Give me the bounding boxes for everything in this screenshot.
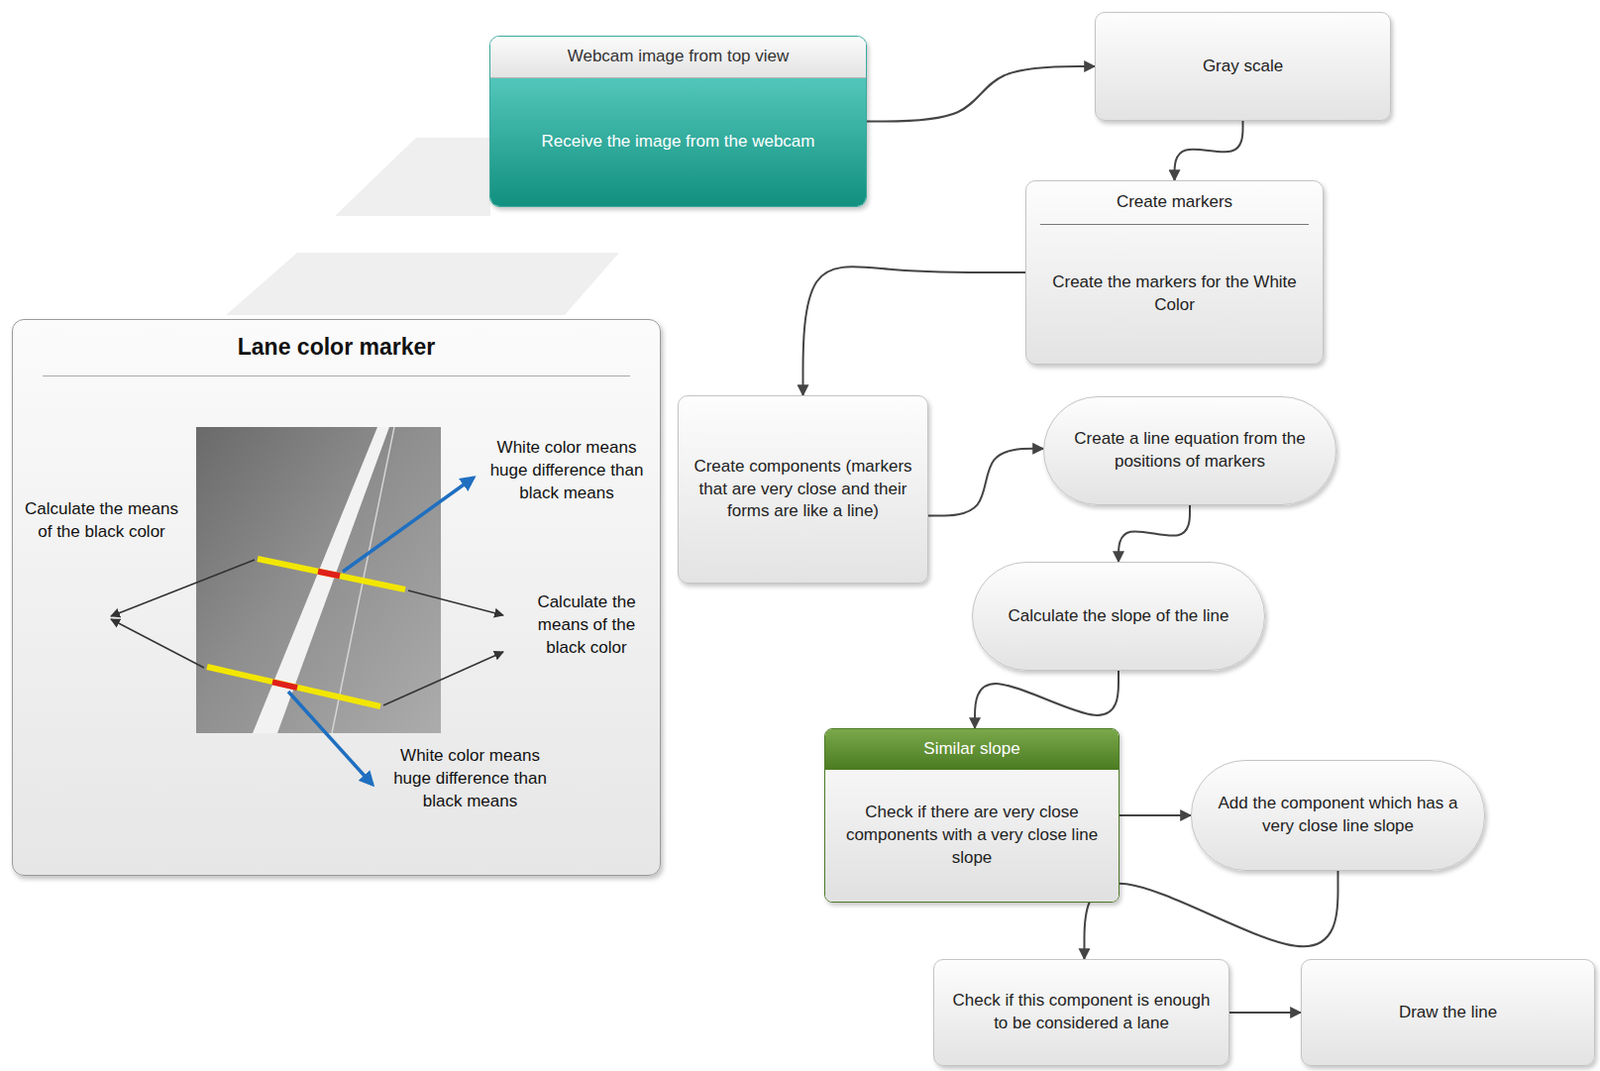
process-pill: Create a line equation from the position… [1043, 396, 1337, 506]
node-text: Check if there are very close components… [825, 769, 1119, 902]
node-text: Create components (markers that are very… [692, 455, 914, 525]
input-box: Webcam image from top viewReceive the im… [489, 35, 867, 208]
flow-connector [1118, 505, 1190, 562]
flow-connector [1083, 870, 1338, 960]
background-band [334, 137, 491, 216]
node-text: Receive the image from the webcam [490, 78, 866, 207]
leader-line [408, 590, 504, 616]
leader-line [110, 559, 255, 617]
flow-connector [1229, 1011, 1301, 1014]
callout-label: Calculate the means of the black color [24, 498, 179, 544]
marker-center [318, 571, 340, 577]
process-box: Check if this component is enough to be … [933, 959, 1230, 1067]
marker-bar [207, 666, 381, 707]
decision-box: Similar slopeCheck if there are very clo… [824, 728, 1120, 903]
node-text: Calculate the slope of the line [998, 605, 1239, 629]
marker-bar [257, 558, 406, 590]
node-text: Check if this component is enough to be … [948, 989, 1215, 1036]
node-text: Draw the line [1315, 1001, 1581, 1025]
node-text: Lane color marker [42, 320, 631, 377]
callout-arrow [288, 691, 373, 785]
node-heading: Create markers [1040, 181, 1309, 225]
process-box: Create markersCreate the markers for the… [1025, 180, 1324, 365]
process-box: Gray scale [1094, 11, 1391, 121]
process-box: Draw the line [1300, 959, 1596, 1067]
flow-connector [866, 66, 1095, 122]
road-photo [196, 426, 441, 734]
node-text: Add the component which has a very close… [1217, 792, 1459, 839]
flow-connector [974, 670, 1119, 729]
flow-connector [803, 266, 1027, 396]
node-heading: Similar slope [825, 729, 1119, 770]
flow-connector [1174, 120, 1244, 181]
callout-label: White color means huge difference than b… [487, 436, 646, 506]
node-text: Gray scale [1109, 55, 1377, 79]
marker-center [272, 681, 298, 688]
process-box: Create components (markers that are very… [677, 395, 929, 584]
callout-arrow [342, 477, 474, 572]
node-text: Create a line equation from the position… [1069, 427, 1310, 474]
node-heading: Webcam image from top view [490, 36, 866, 79]
process-pill: Calculate the slope of the line [971, 561, 1266, 671]
leader-line [383, 651, 504, 706]
flow-connector [928, 448, 1044, 517]
background-band [225, 252, 620, 316]
leader-line [110, 619, 205, 668]
process-pill: Add the component which has a very close… [1190, 759, 1486, 871]
callout-label: White color means huge difference than b… [388, 745, 552, 814]
node-text: Create the markers for the White Color [1026, 224, 1323, 364]
flow-connector [1119, 814, 1191, 817]
callout-label: Calculate the means of the black color [517, 591, 656, 660]
